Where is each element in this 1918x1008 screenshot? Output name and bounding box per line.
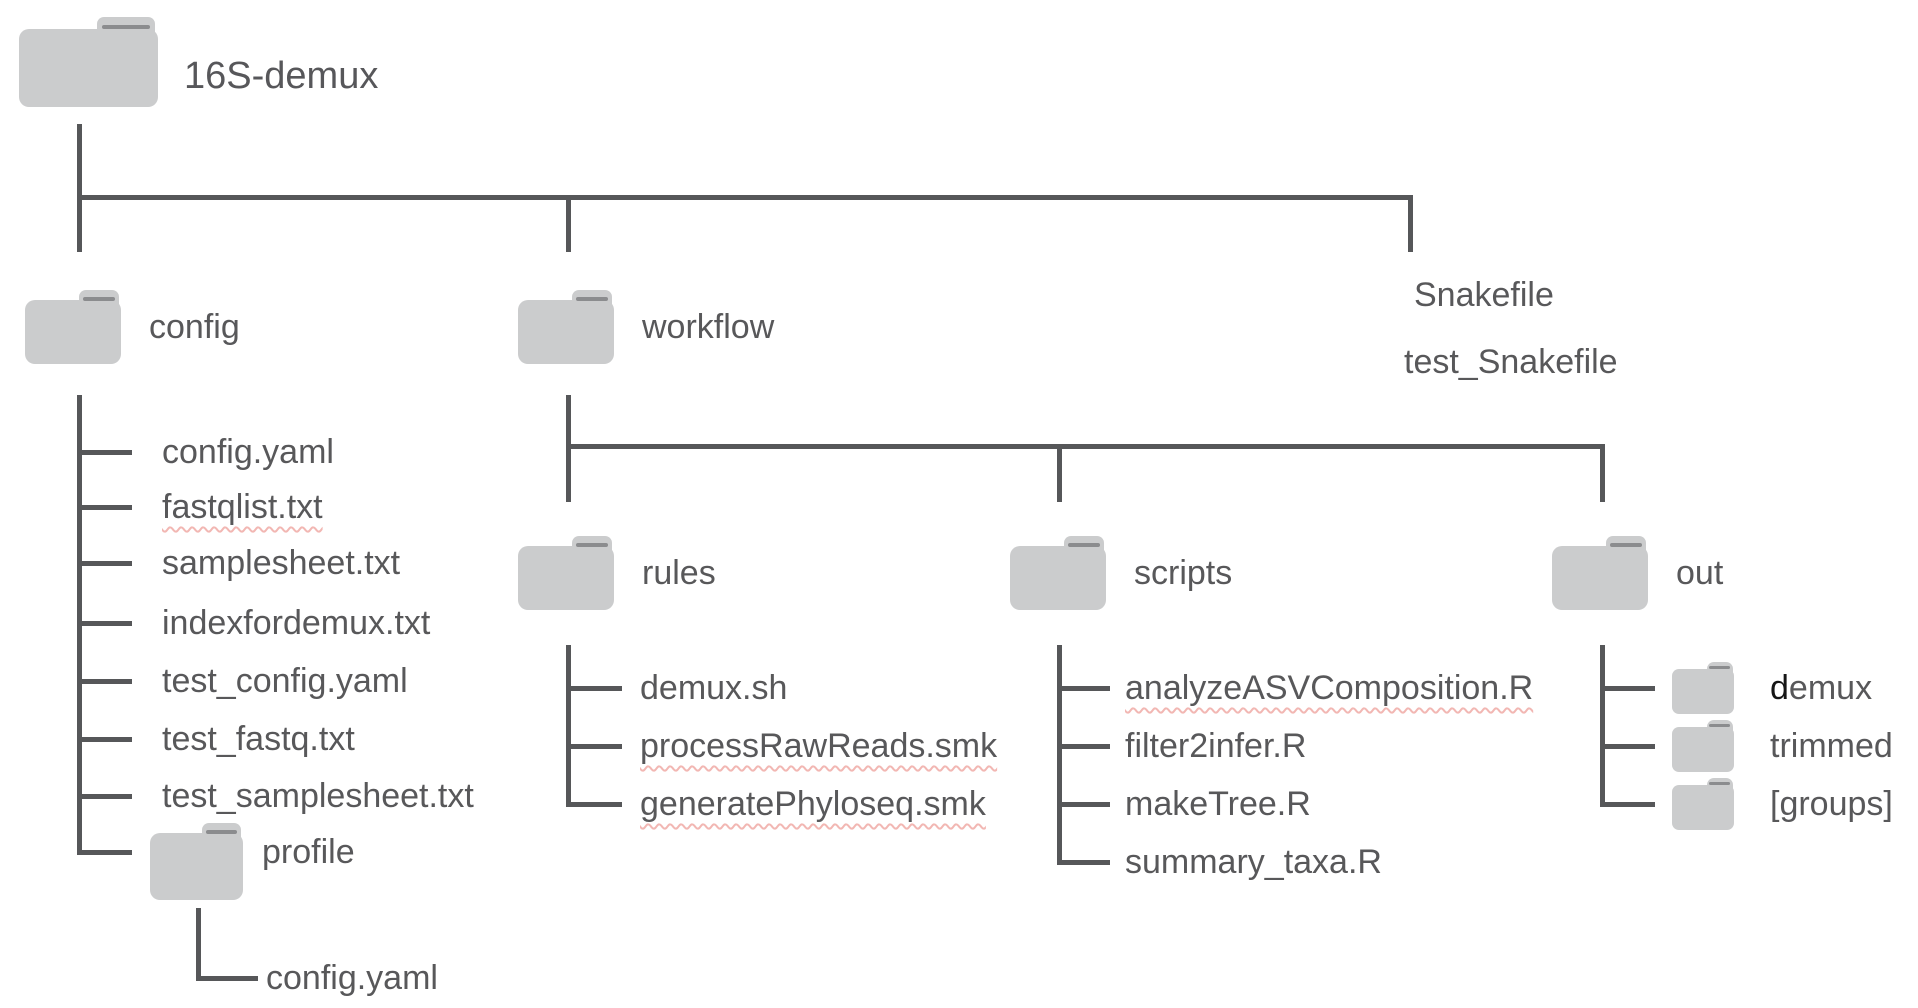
out-subfolder-label: trimmed xyxy=(1770,727,1893,765)
connector-out-tick xyxy=(1600,744,1655,749)
workflow-folder-label: workflow xyxy=(642,308,775,346)
connector-out-drop xyxy=(1600,444,1605,502)
connector-rules-elbow xyxy=(566,802,622,807)
folder-tab-line xyxy=(1609,542,1643,547)
connector-scripts-tick xyxy=(1057,686,1110,691)
folder-body xyxy=(1672,668,1734,714)
out-subfolder-label: demux xyxy=(1770,669,1873,707)
folder-body xyxy=(1672,726,1734,772)
scripts-folder-icon xyxy=(1010,536,1106,610)
rules-file-label: processRawReads.smk xyxy=(640,727,998,765)
scripts-file-label: makeTree.R xyxy=(1125,785,1311,823)
connector-root-trunk xyxy=(77,124,82,252)
connector-config-tick xyxy=(77,505,132,510)
folder-body xyxy=(1010,545,1106,610)
connector-profile-elbow xyxy=(196,976,258,981)
connector-scripts-tick xyxy=(1057,744,1110,749)
folder-body xyxy=(19,28,158,107)
connector-workflow-drop xyxy=(566,195,571,252)
connector-rules-tick xyxy=(566,744,622,749)
connector-snakefile-drop xyxy=(1408,195,1413,252)
config-file-label: config.yaml xyxy=(162,433,334,471)
connector-rules-drop xyxy=(566,444,571,502)
connector-config-tick xyxy=(77,737,132,742)
scripts-file-label: analyzeASVComposition.R xyxy=(1125,669,1534,707)
connector-scripts-elbow xyxy=(1057,860,1110,865)
out-folder-label: out xyxy=(1676,554,1724,592)
folder-tab-line xyxy=(575,542,609,547)
folder-body xyxy=(1552,545,1648,610)
folder-body xyxy=(518,299,614,364)
folder-tab-line xyxy=(82,296,116,301)
scripts-file-label: summary_taxa.R xyxy=(1125,843,1382,881)
trimmed-folder-icon xyxy=(1672,720,1734,772)
connector-config-tick xyxy=(77,450,132,455)
rules-folder-label: rules xyxy=(642,554,716,592)
out-subfolder-label: [groups] xyxy=(1770,785,1893,823)
connector-out-tick xyxy=(1600,686,1655,691)
connector-config-tick xyxy=(77,621,132,626)
snakefile-label: Snakefile xyxy=(1414,276,1554,314)
connector-config-tick xyxy=(77,794,132,799)
root-folder-label: 16S-demux xyxy=(184,55,379,97)
folder-tab-line xyxy=(1709,724,1731,728)
folder-tab-line xyxy=(1709,782,1731,786)
config-file-label: test_fastq.txt xyxy=(162,720,355,758)
connector-out-elbow xyxy=(1600,802,1655,807)
config-file-label: indexfordemux.txt xyxy=(162,604,431,642)
config-folder-icon xyxy=(25,290,121,364)
profile-folder-label: profile xyxy=(262,833,355,871)
connector-config-tick xyxy=(77,679,132,684)
rules-folder-icon xyxy=(518,536,614,610)
workflow-folder-icon xyxy=(518,290,614,364)
scripts-file-label: filter2infer.R xyxy=(1125,727,1307,765)
folder-tab-line xyxy=(1709,666,1731,670)
out-folder-icon xyxy=(1552,536,1648,610)
connector-scripts-tick xyxy=(1057,802,1110,807)
profile-file-label: config.yaml xyxy=(266,959,438,997)
config-file-label: test_samplesheet.txt xyxy=(162,777,474,815)
connector-out-trunk xyxy=(1600,645,1605,807)
rules-file-label: generatePhyloseq.smk xyxy=(640,785,986,823)
groups-folder-icon xyxy=(1672,778,1734,830)
connector-rules-trunk xyxy=(566,645,571,807)
root-folder-icon xyxy=(19,17,158,107)
folder-body xyxy=(150,833,243,900)
rules-file-label: demux.sh xyxy=(640,669,788,707)
config-file-label: fastqlist.txt xyxy=(162,488,323,526)
folder-tab-line xyxy=(1067,542,1101,547)
connector-profile-trunk xyxy=(196,908,201,981)
folder-tab-line xyxy=(205,829,238,834)
folder-body xyxy=(518,545,614,610)
connector-config-elbow xyxy=(77,850,132,855)
connector-config-tick xyxy=(77,561,132,566)
connector-root-bar xyxy=(77,195,1413,200)
folder-body xyxy=(25,299,121,364)
connector-rules-tick xyxy=(566,686,622,691)
connector-scripts-drop xyxy=(1057,444,1062,502)
connector-scripts-trunk xyxy=(1057,645,1062,865)
folder-tab-line xyxy=(575,296,609,301)
connector-workflow-bar xyxy=(566,444,1605,449)
profile-folder-icon xyxy=(150,823,243,900)
config-file-label: samplesheet.txt xyxy=(162,544,401,582)
folder-body xyxy=(1672,784,1734,830)
test-snakefile-label: test_Snakefile xyxy=(1404,343,1618,381)
config-file-label: test_config.yaml xyxy=(162,662,408,700)
demux-folder-icon xyxy=(1672,662,1734,714)
config-folder-label: config xyxy=(149,308,240,346)
connector-workflow-trunk xyxy=(566,395,571,449)
folder-tab-line xyxy=(102,25,150,30)
scripts-folder-label: scripts xyxy=(1134,554,1233,592)
